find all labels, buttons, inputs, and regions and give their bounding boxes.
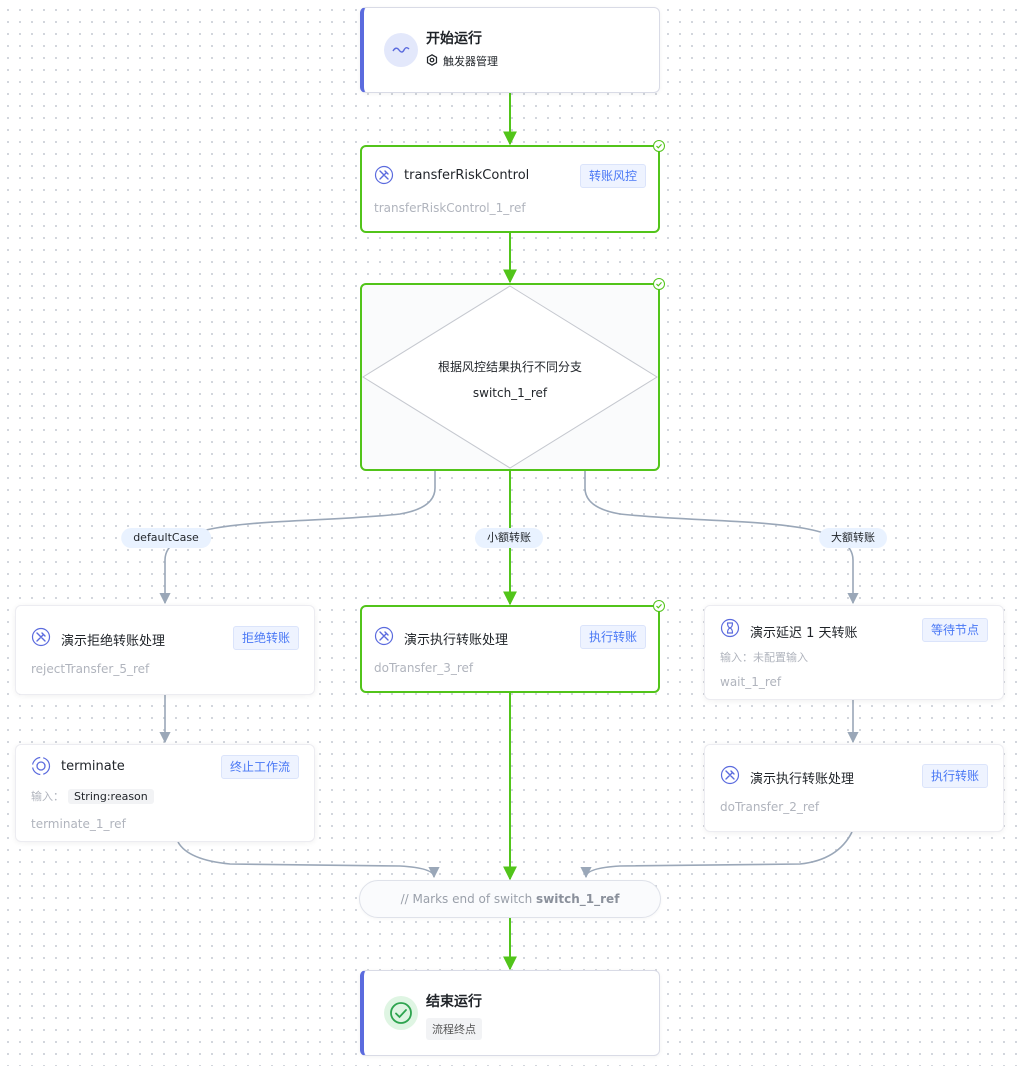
join-label: // Marks end of switch switch_1_ref — [360, 892, 660, 906]
join-prefix: // Marks end of switch — [400, 892, 537, 906]
reject-transfer-title: 演示拒绝转账处理 — [61, 634, 166, 649]
tools-icon — [374, 626, 394, 646]
terminate-input-chip: String:reason — [68, 789, 154, 804]
risk-control-ref: transferRiskControl_1_ref — [374, 201, 526, 215]
do-transfer-3-node[interactable]: 演示执行转账处理 执行转账 doTransfer_3_ref — [360, 605, 660, 693]
switch-diamond — [362, 285, 658, 469]
trigger-label: 触发器管理 — [443, 55, 498, 68]
switch-title: 根据风控结果执行不同分支 — [437, 360, 582, 374]
do-transfer-3-title: 演示执行转账处理 — [404, 633, 509, 648]
edge-switch-to-wait — [584, 470, 859, 605]
wave-icon — [384, 33, 418, 67]
do-transfer-2-title: 演示执行转账处理 — [750, 772, 855, 787]
hourglass-icon — [720, 618, 740, 638]
branch-label-small: 小额转账 — [475, 528, 543, 548]
terminate-title: terminate — [61, 759, 125, 774]
risk-control-tag: 转账风控 — [579, 164, 646, 188]
terminate-icon — [31, 756, 51, 776]
trigger-manage-link[interactable]: 触发器管理 — [426, 53, 498, 69]
switch-node[interactable]: 根据风控结果执行不同分支 switch_1_ref — [360, 283, 660, 471]
completed-check-icon — [653, 278, 665, 290]
switch-ref: switch_1_ref — [472, 386, 548, 400]
end-title: 结束运行 — [426, 994, 482, 1010]
wait-ref: wait_1_ref — [720, 675, 782, 689]
start-title: 开始运行 — [426, 31, 482, 47]
start-node[interactable]: 开始运行 触发器管理 — [360, 7, 660, 93]
do-transfer-2-ref: doTransfer_2_ref — [720, 800, 820, 814]
wait-input-label: 输入： — [720, 651, 753, 664]
tools-icon — [720, 765, 740, 785]
join-ref: switch_1_ref — [536, 892, 620, 906]
branch-label-default: defaultCase — [121, 528, 211, 548]
wait-tag: 等待节点 — [921, 618, 988, 642]
reject-transfer-ref: rejectTransfer_5_ref — [31, 662, 150, 676]
end-node[interactable]: 结束运行 流程终点 — [360, 970, 660, 1056]
edge-terminate-to-join — [177, 841, 440, 879]
risk-control-title: transferRiskControl — [404, 168, 530, 183]
reject-transfer-tag: 拒绝转账 — [232, 626, 299, 650]
terminate-node[interactable]: terminate 终止工作流 输入： String:reason termina… — [15, 744, 315, 842]
completed-check-icon — [653, 140, 665, 152]
do-transfer-2-node[interactable]: 演示执行转账处理 执行转账 doTransfer_2_ref — [704, 744, 1004, 832]
completed-check-icon — [653, 600, 665, 612]
risk-control-node[interactable]: transferRiskControl 转账风控 transferRiskCon… — [360, 145, 660, 233]
terminate-tag: 终止工作流 — [220, 755, 299, 779]
do-transfer-2-tag: 执行转账 — [921, 764, 988, 788]
wait-node[interactable]: 演示延迟 1 天转账 等待节点 输入：未配置输入 wait_1_ref — [704, 605, 1004, 700]
reject-transfer-node[interactable]: 演示拒绝转账处理 拒绝转账 rejectTransfer_5_ref — [15, 605, 315, 695]
wait-input-value: 未配置输入 — [753, 651, 808, 664]
branch-label-large: 大额转账 — [819, 528, 887, 548]
gear-icon — [426, 53, 438, 69]
join-node[interactable]: // Marks end of switch switch_1_ref — [359, 880, 661, 918]
tools-icon — [31, 627, 51, 647]
edge-dotransfer2-to-join — [580, 831, 853, 879]
terminate-input-label: 输入： — [31, 790, 64, 803]
wait-input-row: 输入：未配置输入 — [720, 649, 808, 665]
tools-icon — [374, 165, 394, 185]
do-transfer-3-tag: 执行转账 — [579, 625, 646, 649]
terminate-input-row: 输入： String:reason — [31, 788, 154, 804]
check-circle-icon — [384, 996, 418, 1030]
terminate-ref: terminate_1_ref — [31, 817, 126, 831]
end-chip: 流程终点 — [426, 1018, 482, 1040]
wait-title: 演示延迟 1 天转账 — [750, 626, 858, 641]
do-transfer-3-ref: doTransfer_3_ref — [374, 661, 474, 675]
